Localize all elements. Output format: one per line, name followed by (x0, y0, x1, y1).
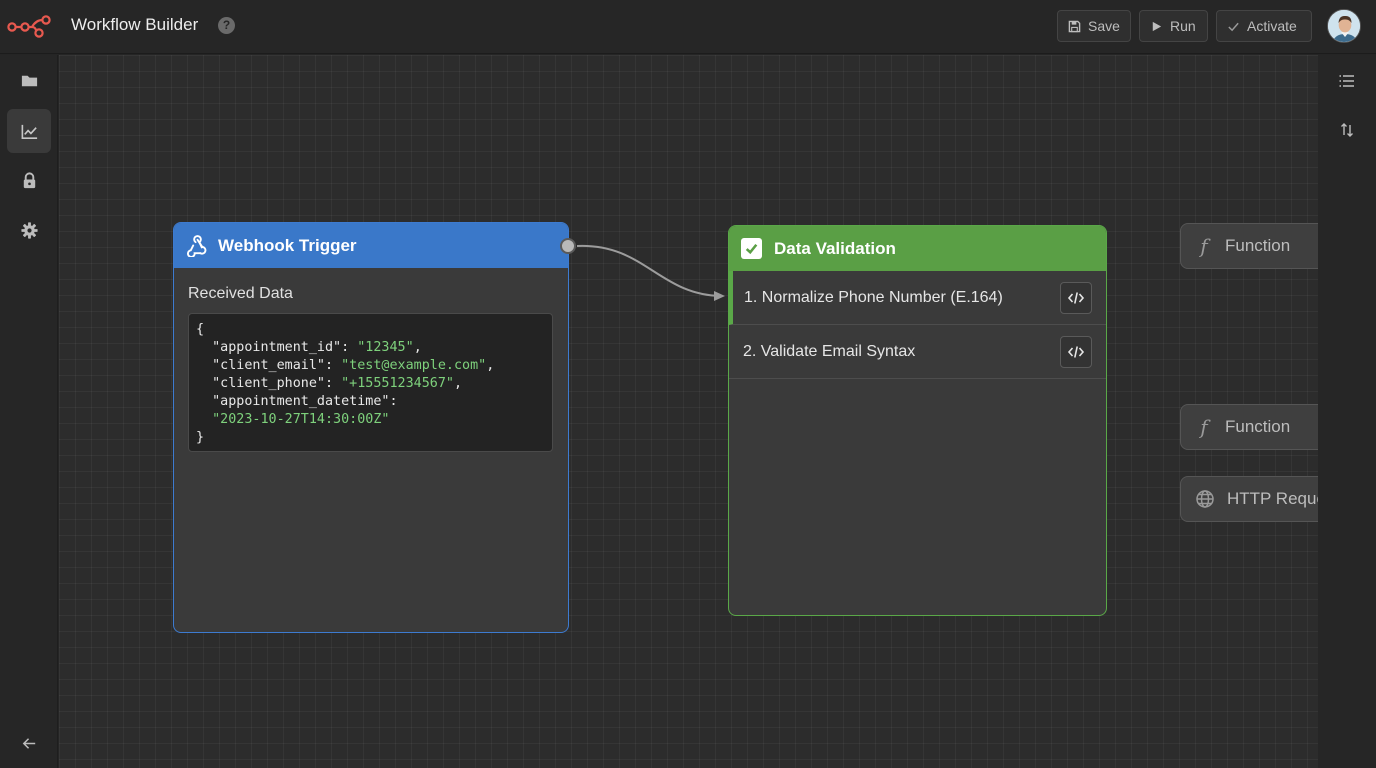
lock-icon (23, 171, 35, 188)
connection-wire (576, 244, 725, 301)
run-button[interactable]: Run (1139, 10, 1208, 42)
app-title: Workflow Builder (71, 15, 199, 34)
step-label: 1. Normalize Phone Number (E.164) (744, 288, 1003, 306)
palette-item-label: HTTP Reque (1227, 489, 1318, 508)
right-sidebar (1318, 55, 1376, 768)
sidebar-item-folder[interactable] (7, 58, 51, 102)
json-value: "+15551234567" (341, 376, 454, 391)
webhook-node-title: Webhook Trigger (218, 235, 357, 255)
chart-icon (21, 124, 37, 139)
webhook-trigger-node[interactable]: Webhook Trigger Received Data { "appoint… (173, 222, 569, 633)
validation-node-header[interactable]: Data Validation (729, 226, 1106, 271)
palette-item-http-request[interactable]: HTTP Reque (1180, 476, 1318, 522)
webhook-output-connector[interactable] (560, 238, 576, 254)
palette-item-label: Function (1225, 417, 1291, 436)
webhook-icon (187, 235, 207, 257)
sidebar-item-settings[interactable] (7, 208, 51, 252)
play-icon (1152, 21, 1162, 31)
arrow-left-icon (22, 737, 35, 749)
user-avatar[interactable] (1327, 9, 1361, 43)
globe-icon (1196, 490, 1214, 508)
palette-item-label: Function (1225, 236, 1291, 255)
validation-step-normalize-phone[interactable]: 1. Normalize Phone Number (E.164) (729, 271, 1106, 325)
activate-button-label: Activate (1247, 18, 1297, 34)
sidebar-item-analytics[interactable] (7, 109, 51, 153)
checkmark-icon (1228, 22, 1239, 31)
sort-arrows-icon[interactable] (1337, 120, 1357, 140)
gear-icon (20, 221, 38, 239)
validation-node-title: Data Validation (774, 238, 896, 258)
json-value: "2023-10-27T14:30:00Z" (212, 412, 390, 427)
json-value: "12345" (357, 340, 414, 355)
code-icon (1067, 346, 1085, 358)
save-button-label: Save (1088, 18, 1120, 34)
list-icon[interactable] (1337, 71, 1357, 91)
json-key: "appointment_id" (212, 340, 342, 355)
save-button[interactable]: Save (1057, 10, 1131, 42)
app-logo-icon[interactable] (6, 13, 52, 39)
floppy-disk-icon (1068, 20, 1081, 32)
avatar-image (1328, 10, 1360, 42)
edit-code-button[interactable] (1060, 282, 1092, 314)
workflow-canvas[interactable]: Webhook Trigger Received Data { "appoint… (59, 55, 1318, 768)
top-bar: Workflow Builder ? Save Run Activate (0, 0, 1376, 54)
step-label: 2. Validate Email Syntax (743, 342, 916, 360)
json-key: "appointment_datetime" (212, 394, 390, 409)
palette-item-function[interactable]: f Function (1180, 404, 1318, 450)
left-sidebar (0, 55, 58, 768)
data-validation-node[interactable]: Data Validation 1. Normalize Phone Numbe… (728, 225, 1107, 616)
code-icon (1067, 292, 1085, 304)
json-key: "client_email" (212, 358, 325, 373)
validation-step-validate-email[interactable]: 2. Validate Email Syntax (729, 325, 1106, 379)
activate-button[interactable]: Activate (1216, 10, 1312, 42)
checkbox-icon (741, 238, 762, 259)
received-data-label: Received Data (188, 285, 293, 302)
json-close-brace: } (196, 430, 205, 445)
webhook-node-header[interactable]: Webhook Trigger (174, 223, 568, 268)
collapse-sidebar-button[interactable] (7, 721, 51, 765)
function-icon: f (1200, 415, 1208, 439)
help-icon[interactable]: ? (218, 17, 235, 34)
palette-item-function[interactable]: f Function (1180, 223, 1318, 269)
json-open-brace: { (196, 322, 205, 337)
edit-code-button[interactable] (1060, 336, 1092, 368)
folder-icon (21, 75, 37, 86)
json-value: "test@example.com" (341, 358, 487, 373)
received-data-json[interactable]: { "appointment_id": "12345", "client_ema… (188, 313, 553, 452)
sidebar-item-credentials[interactable] (7, 158, 51, 202)
run-button-label: Run (1170, 18, 1196, 34)
json-key: "client_phone" (212, 376, 325, 391)
function-icon: f (1200, 234, 1208, 258)
